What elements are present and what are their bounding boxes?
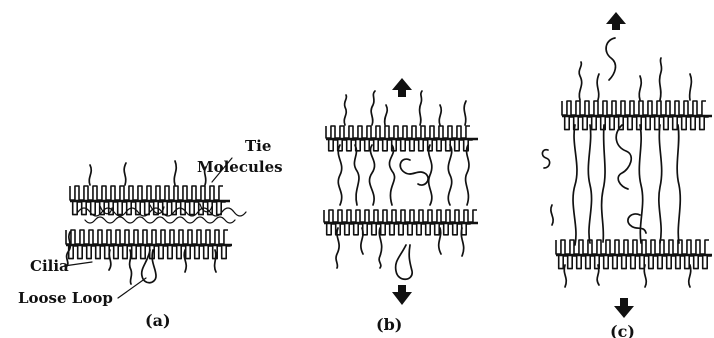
chain-fold-row bbox=[565, 117, 709, 130]
panel-a-top-lamella bbox=[70, 186, 230, 215]
caption-a: (a) bbox=[145, 311, 171, 330]
chain-fold-row bbox=[327, 224, 471, 235]
chain-fold-row bbox=[66, 230, 228, 244]
arrow-up-icon bbox=[606, 12, 626, 30]
panel-b-bottom-cilia bbox=[336, 228, 464, 279]
arrow-down-icon bbox=[614, 298, 634, 318]
cilia-label: Cilia bbox=[30, 257, 69, 275]
caption-c: (c) bbox=[610, 322, 635, 338]
arrow-down-icon bbox=[392, 285, 412, 305]
chain-fold-row bbox=[556, 240, 709, 254]
chain-fold-row bbox=[324, 210, 477, 222]
loose-loop-leader bbox=[118, 278, 146, 298]
panel-c: (c) bbox=[542, 12, 712, 338]
panel-b-bottom-lamella bbox=[324, 210, 478, 235]
panel-a: Tie Molecules Cilia Loose Loop (a) bbox=[18, 137, 283, 330]
panel-c-stretched-tie-molecules bbox=[573, 125, 680, 245]
chain-fold-row bbox=[559, 256, 712, 269]
panel-c-top-lamella bbox=[562, 101, 712, 130]
chain-fold-row bbox=[562, 101, 706, 115]
panel-c-side-cilia bbox=[542, 150, 553, 225]
chain-fold-row bbox=[70, 186, 223, 200]
chain-fold-row bbox=[326, 126, 470, 138]
loose-loop-label: Loose Loop bbox=[18, 289, 113, 307]
panel-b-top-lamella bbox=[326, 126, 478, 151]
panel-b: (b) bbox=[324, 78, 478, 334]
caption-b: (b) bbox=[376, 315, 402, 334]
arrow-up-icon bbox=[392, 78, 412, 97]
panel-c-bottom-lamella bbox=[556, 240, 712, 269]
panel-c-top-cilia bbox=[579, 38, 691, 100]
panel-b-tie-molecules bbox=[338, 145, 469, 205]
tie-molecules-label-line2: Molecules bbox=[197, 158, 283, 176]
tie-molecules-label-line1: Tie bbox=[245, 137, 271, 155]
